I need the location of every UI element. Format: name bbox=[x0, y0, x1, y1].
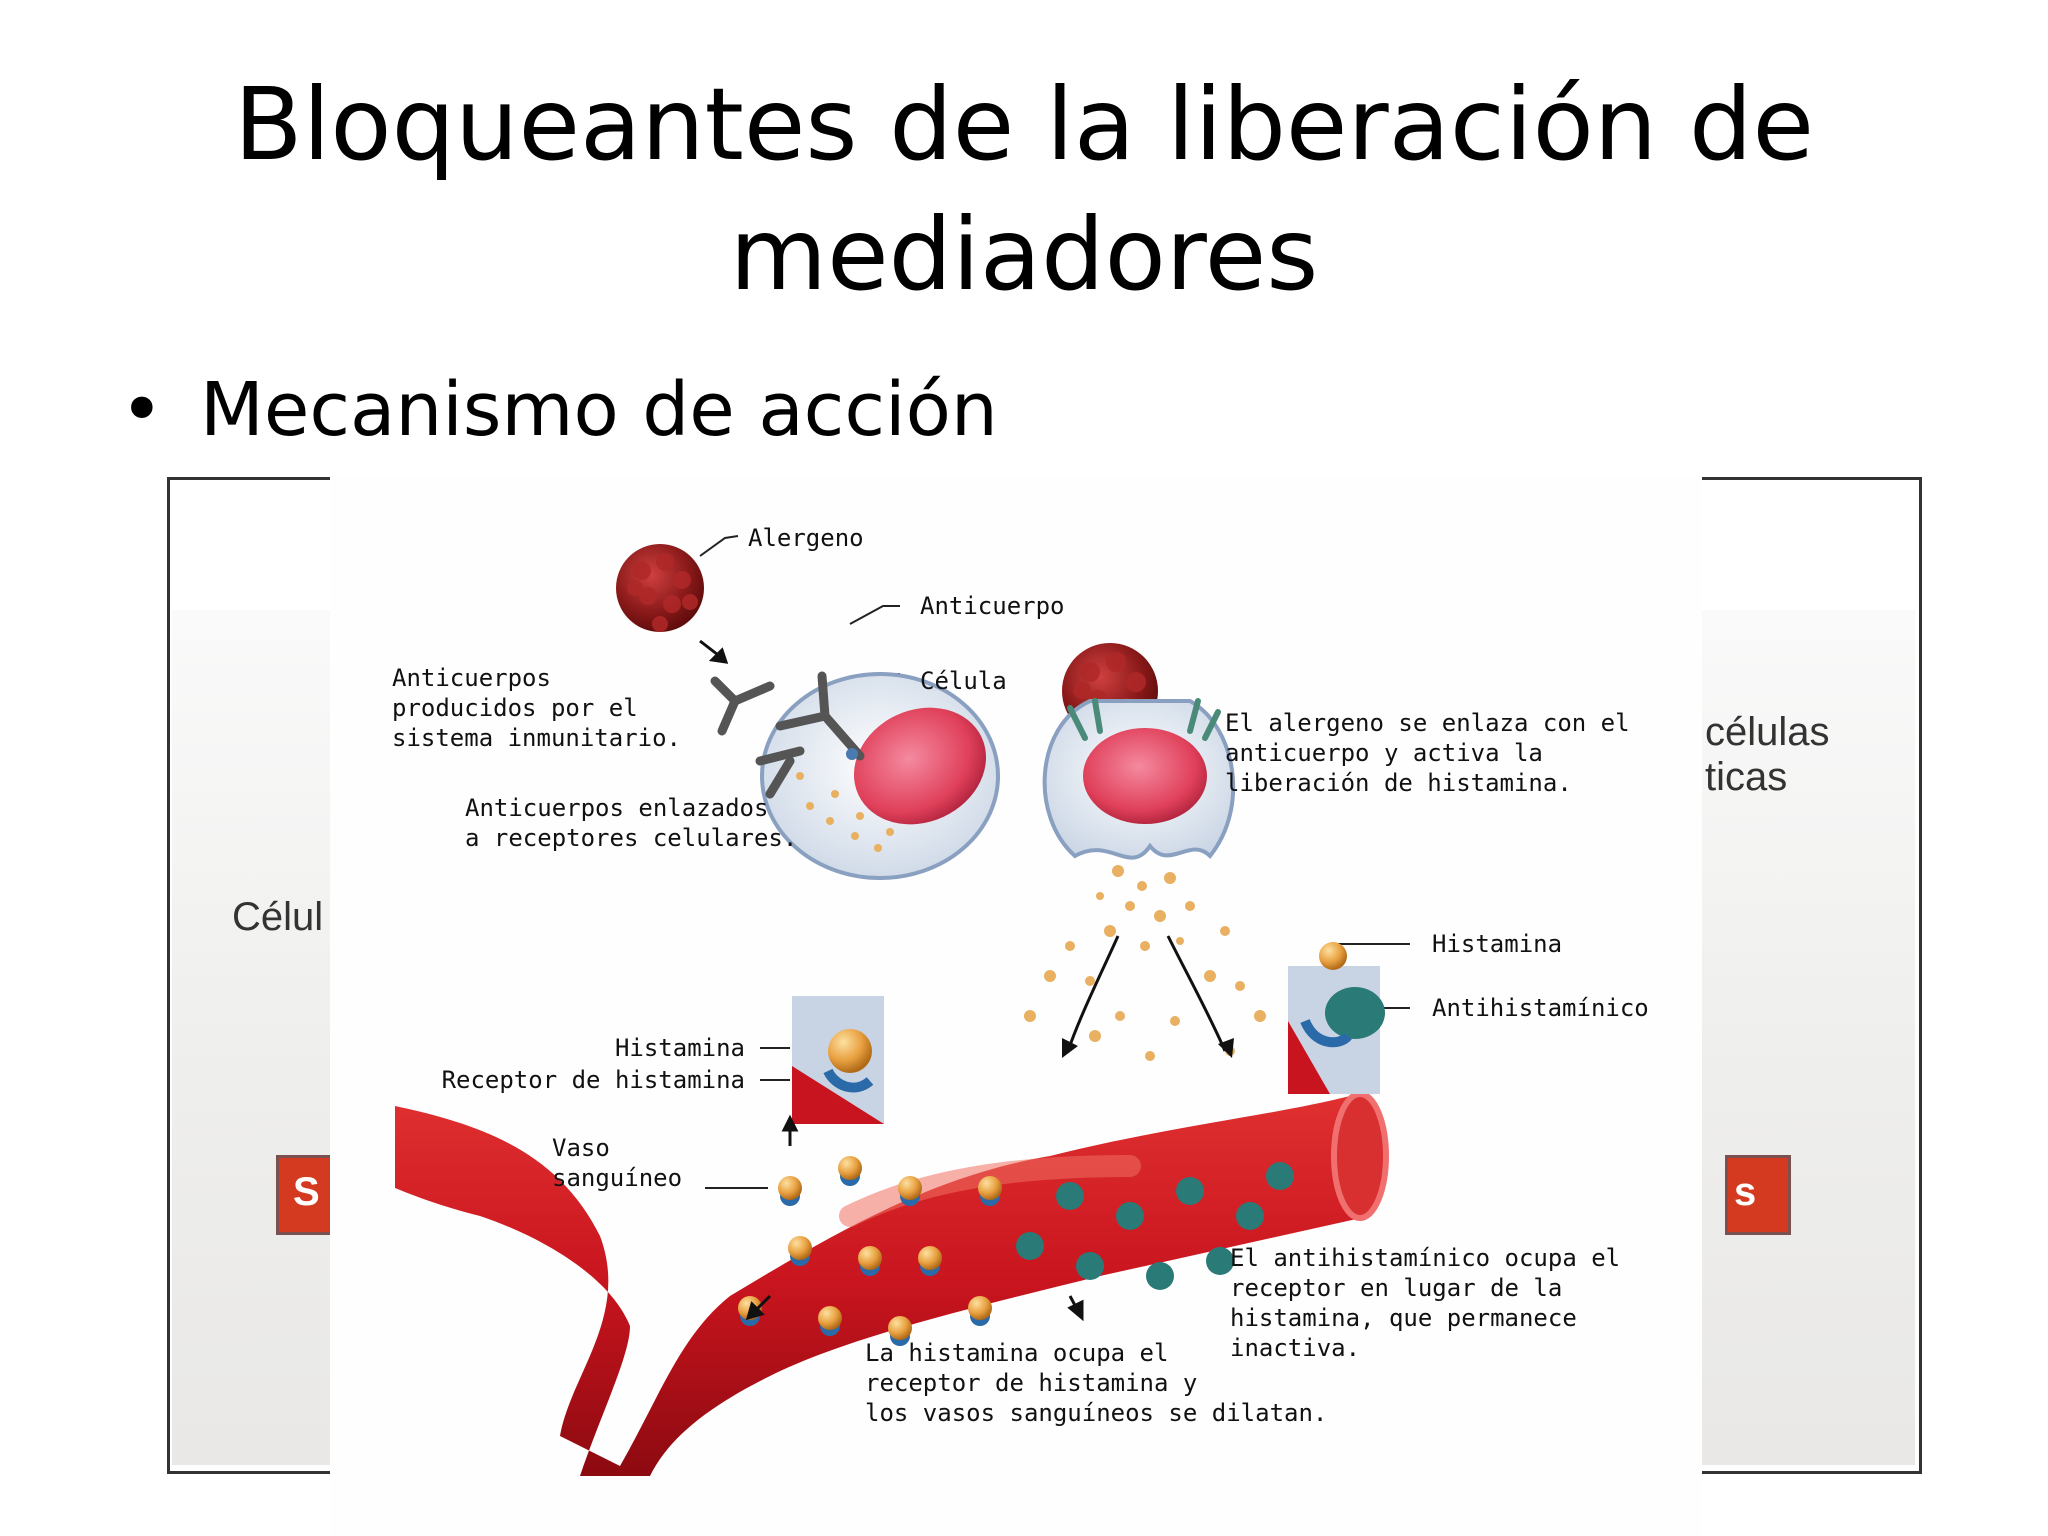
label-vaso-line-1: Vaso bbox=[552, 1134, 610, 1162]
text-anticuerpos-producidos-line-3: sistema inmunitario. bbox=[392, 724, 681, 752]
text-histamina-ocupa-line-2: receptor de histamina y bbox=[865, 1369, 1197, 1397]
background-fragment-right-1: células bbox=[1705, 710, 1830, 754]
mast-cell-left bbox=[755, 671, 1000, 880]
mast-cell-right bbox=[1042, 698, 1236, 860]
text-antihistaminico-ocupa-line-4: inactiva. bbox=[1230, 1334, 1360, 1362]
label-vaso-sanguineo: Vaso sanguíneo bbox=[552, 1134, 682, 1192]
slide-title: Bloqueantes de la liberación de mediador… bbox=[0, 60, 2048, 320]
histamine-receptors bbox=[738, 1156, 1002, 1346]
text-antihistaminico-ocupa-line-1: El antihistamínico ocupa el bbox=[1230, 1244, 1620, 1272]
label-anticuerpo: Anticuerpo bbox=[920, 592, 1065, 620]
antibody-icon bbox=[710, 676, 775, 736]
text-histamina-ocupa-line-1: La histamina ocupa el bbox=[865, 1339, 1168, 1367]
allergen-particle-icon bbox=[616, 544, 704, 632]
label-antihistaminico: Antihistamínico bbox=[1432, 994, 1649, 1022]
text-antihistaminico-ocupa-line-2: receptor en lugar de la bbox=[1230, 1274, 1562, 1302]
label-histamina-left: Histamina bbox=[615, 1034, 745, 1062]
bullet-dot: • bbox=[120, 367, 164, 453]
label-celula: Célula bbox=[920, 667, 1007, 695]
illustration-svg: Alergeno Anticuerpo Célula Anticuerpos p… bbox=[392, 524, 1649, 1476]
text-anticuerpos-enlazados: Anticuerpos enlazados a receptores celul… bbox=[465, 794, 797, 852]
text-alergeno-enlaza-line-3: liberación de histamina. bbox=[1225, 769, 1572, 797]
slide-title-line-1: Bloqueantes de la liberación de bbox=[234, 66, 1814, 183]
bullet-item: • Mecanismo de acción bbox=[120, 365, 998, 455]
background-button-right-label: s bbox=[1734, 1170, 1757, 1214]
background-fragment-right-2: ticas bbox=[1705, 755, 1788, 799]
arrow-icon bbox=[699, 639, 729, 664]
antihistamine-mechanism-illustration: Alergeno Anticuerpo Célula Anticuerpos p… bbox=[330, 476, 1702, 1536]
label-histamina-right: Histamina bbox=[1432, 930, 1562, 958]
text-alergeno-enlaza: El alergeno se enlaza con el anticuerpo … bbox=[1225, 709, 1630, 797]
dilation-arrows bbox=[745, 1114, 1084, 1322]
slide-title-line-2: mediadores bbox=[729, 196, 1319, 313]
text-antihistaminico-ocupa-line-3: histamina, que permanece bbox=[1230, 1304, 1577, 1332]
text-antihistaminico-ocupa: El antihistamínico ocupa el receptor en … bbox=[1230, 1244, 1620, 1362]
inset-antihistamine bbox=[1288, 942, 1385, 1094]
text-anticuerpos-producidos-line-2: producidos por el bbox=[392, 694, 638, 722]
text-histamina-ocupa: La histamina ocupa el receptor de histam… bbox=[865, 1339, 1327, 1427]
text-alergeno-enlaza-line-1: El alergeno se enlaza con el bbox=[1225, 709, 1630, 737]
label-alergeno: Alergeno bbox=[748, 524, 864, 552]
text-histamina-ocupa-line-3: los vasos sanguíneos se dilatan. bbox=[865, 1399, 1327, 1427]
text-anticuerpos-producidos: Anticuerpos producidos por el sistema in… bbox=[392, 664, 681, 752]
text-anticuerpos-enlazados-line-1: Anticuerpos enlazados bbox=[465, 794, 768, 822]
blood-vessel bbox=[395, 1091, 1389, 1476]
antihistamine-molecules bbox=[1016, 1162, 1294, 1290]
release-arrows bbox=[1066, 935, 1227, 1052]
text-anticuerpos-producidos-line-1: Anticuerpos bbox=[392, 664, 551, 692]
histamine-granules bbox=[1024, 865, 1266, 1061]
bullet-text: Mecanismo de acción bbox=[200, 367, 998, 453]
inset-histamine-receptor bbox=[792, 996, 884, 1124]
background-button-left-label: S bbox=[293, 1170, 320, 1214]
text-alergeno-enlaza-line-2: anticuerpo y activa la bbox=[1225, 739, 1543, 767]
background-fragment-left: Célul bbox=[232, 895, 324, 939]
label-receptor-histamina: Receptor de histamina bbox=[442, 1066, 745, 1094]
background-button-right: s bbox=[1725, 1155, 1791, 1235]
text-anticuerpos-enlazados-line-2: a receptores celulares. bbox=[465, 824, 797, 852]
label-vaso-line-2: sanguíneo bbox=[552, 1164, 682, 1192]
